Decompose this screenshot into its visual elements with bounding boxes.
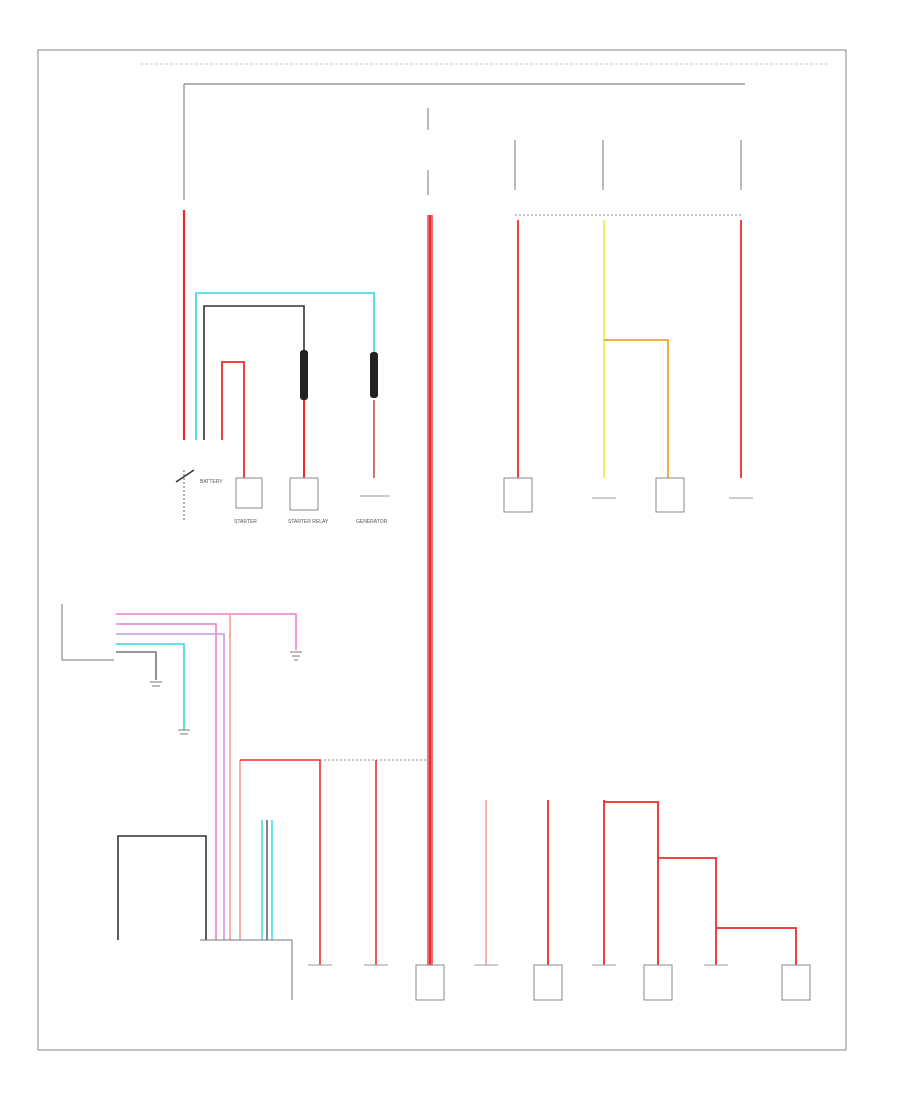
ground-black-wire — [203, 305, 305, 440]
fusible-link-2 — [370, 352, 378, 398]
lower-black-wire — [117, 835, 207, 940]
fuse-symbols-top — [427, 108, 742, 195]
battery-feed-wire — [183, 83, 745, 200]
diagram-frame — [37, 49, 847, 1051]
starter-relay-label: STARTER RELAY — [288, 519, 329, 525]
feed-wire-orange — [604, 339, 669, 478]
svg-text:BATTERY: BATTERY — [200, 479, 223, 485]
battery-icon: BATTERY — [175, 469, 223, 520]
component-box-a — [503, 477, 533, 513]
bottom-component-boxes — [415, 964, 811, 1001]
starter-wire — [221, 361, 245, 478]
cyan-sense-wire — [195, 292, 375, 440]
ip-fuse-block-outline — [200, 939, 293, 1000]
generator-label: GENERATOR — [356, 519, 388, 525]
ignition-switch-bracket — [61, 604, 114, 661]
red-supply-line — [240, 759, 321, 965]
ip-fuse-feed — [229, 614, 241, 940]
bottom-feed-wires — [485, 800, 797, 965]
starter-box — [235, 477, 263, 509]
data-wire-pair — [261, 820, 273, 940]
starter-relay-box — [289, 477, 319, 511]
ignition-switch-outputs — [116, 613, 297, 940]
starter-label: STARTER — [234, 519, 257, 525]
fusible-link-1 — [300, 350, 308, 400]
component-box-b — [655, 477, 685, 513]
ground-icon — [150, 651, 302, 735]
